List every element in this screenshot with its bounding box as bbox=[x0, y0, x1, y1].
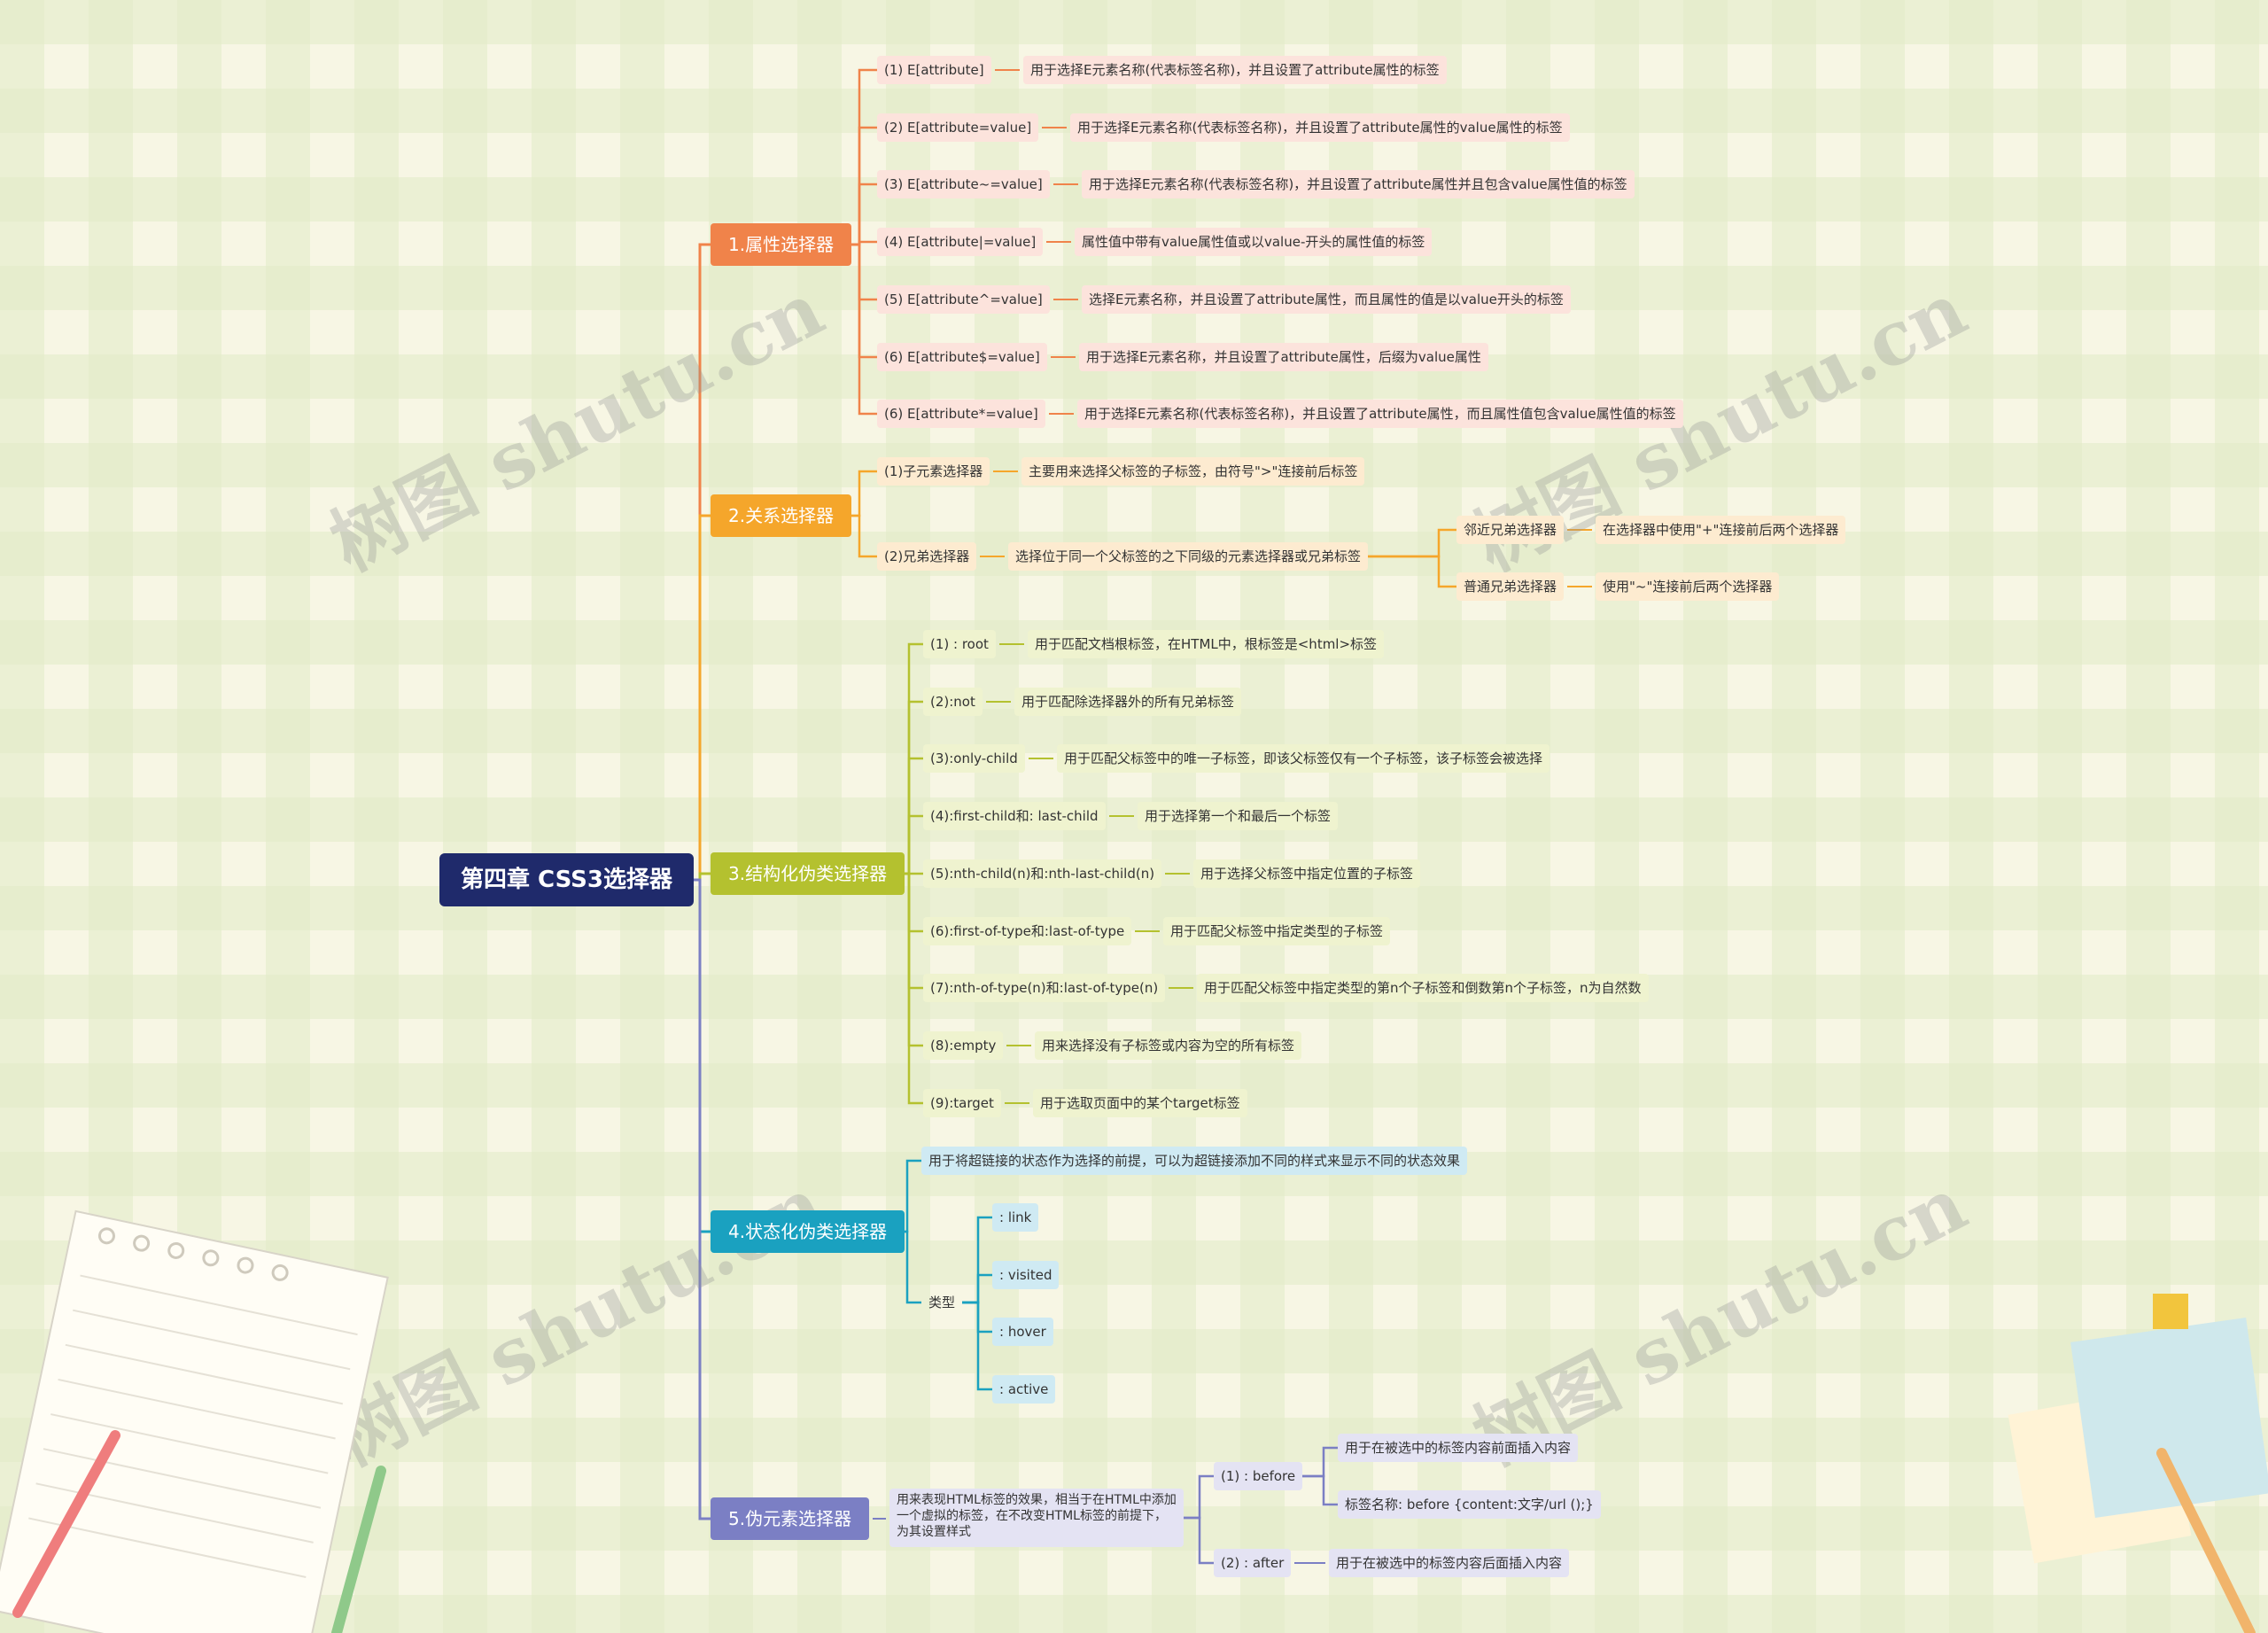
category-structural-pseudo-class[interactable]: 3.结构化伪类选择器 bbox=[711, 852, 905, 895]
attr-selector-desc[interactable]: 用于选择E元素名称，并且设置了attribute属性，后缀为value属性 bbox=[1079, 342, 1488, 371]
struct-selector-desc[interactable]: 用于匹配父标签中的唯一子标签，即该父标签仅有一个子标签，该子标签会被选择 bbox=[1057, 744, 1550, 774]
attr-selector-desc[interactable]: 属性值中带有value属性值或以value-开头的属性值的标签 bbox=[1075, 228, 1433, 257]
notebook-illustration bbox=[0, 1209, 389, 1633]
connector-line bbox=[1302, 1446, 1338, 1478]
struct-selector-key[interactable]: (1) : root bbox=[923, 630, 996, 658]
state-type-item[interactable]: : hover bbox=[992, 1318, 1053, 1347]
attr-selector-desc[interactable]: 用于选择E元素名称(代表标签名称)，并且设置了attribute属性的标签 bbox=[1023, 56, 1447, 84]
connector-line bbox=[905, 1230, 921, 1304]
rel-general-key[interactable]: 普通兄弟选择器 bbox=[1456, 572, 1565, 601]
plaid-stripe bbox=[0, 886, 2268, 930]
struct-selector-desc[interactable]: 用于匹配父标签中指定类型的第n个子标签和倒数第n个子标签，n为自然数 bbox=[1197, 974, 1649, 1003]
rel-sibling-key[interactable]: (2)兄弟选择器 bbox=[877, 542, 977, 571]
state-types-label[interactable]: 类型 bbox=[928, 1295, 956, 1310]
connector-line bbox=[962, 1273, 992, 1304]
connector-line bbox=[851, 470, 877, 517]
attr-selector-key[interactable]: (3) E[attribute~=value] bbox=[877, 170, 1050, 199]
connector-line bbox=[905, 872, 923, 933]
connector-line bbox=[851, 514, 877, 558]
struct-selector-key[interactable]: (8):empty bbox=[923, 1030, 1004, 1060]
sticky-note-illustration bbox=[2008, 1294, 2268, 1633]
state-type-item[interactable]: : visited bbox=[992, 1260, 1060, 1289]
connector-line bbox=[694, 878, 711, 1233]
struct-selector-desc[interactable]: 用于匹配父标签中指定类型的子标签 bbox=[1163, 916, 1391, 945]
attr-selector-desc[interactable]: 用于选择E元素名称(代表标签名称)，并且设置了attribute属性的value… bbox=[1070, 113, 1570, 142]
struct-selector-key[interactable]: (4):first-child和: last-child bbox=[923, 802, 1106, 831]
struct-selector-desc[interactable]: 用于匹配除选择器外的所有兄弟标签 bbox=[1014, 687, 1242, 716]
state-type-item[interactable]: : link bbox=[992, 1203, 1039, 1232]
plaid-stripe bbox=[0, 1595, 2268, 1633]
connector-line bbox=[851, 126, 877, 246]
connector-line bbox=[905, 1159, 921, 1233]
connector-line bbox=[962, 1301, 992, 1391]
struct-selector-desc[interactable]: 用于选择第一个和最后一个标签 bbox=[1138, 802, 1339, 831]
connector-line bbox=[694, 878, 711, 1520]
connector-line bbox=[1368, 528, 1456, 558]
connector-line bbox=[851, 243, 877, 301]
pseudo-description[interactable]: 用来表现HTML标签的效果，相当于在HTML中添加一个虚拟的标签，在不改变HTM… bbox=[889, 1489, 1184, 1547]
connector-line bbox=[1184, 1516, 1214, 1565]
attr-selector-key[interactable]: (2) E[attribute=value] bbox=[877, 113, 1039, 142]
state-description[interactable]: 用于将超链接的状态作为选择的前提，可以为超链接添加不同的样式来显示不同的状态效果 bbox=[921, 1147, 1468, 1175]
connector-line bbox=[905, 872, 923, 1105]
connector-line bbox=[905, 700, 923, 875]
struct-selector-key[interactable]: (5):nth-child(n)和:nth-last-child(n) bbox=[923, 859, 1162, 888]
connector-line bbox=[905, 872, 923, 1047]
category-relation-selectors[interactable]: 2.关系选择器 bbox=[711, 494, 852, 537]
plaid-stripe bbox=[0, 0, 2268, 44]
struct-selector-key[interactable]: (7):nth-of-type(n)和:last-of-type(n) bbox=[923, 974, 1166, 1003]
attr-selector-desc[interactable]: 用于选择E元素名称(代表标签名称)，并且设置了attribute属性，而且属性值… bbox=[1077, 400, 1683, 429]
struct-selector-key[interactable]: (6):first-of-type和:last-of-type bbox=[923, 916, 1132, 945]
pseudo-before-key[interactable]: (1) : before bbox=[1214, 1462, 1303, 1490]
attr-selector-desc[interactable]: 用于选择E元素名称(代表标签名称)，并且设置了attribute属性并且包含va… bbox=[1082, 170, 1635, 199]
pseudo-before-value-1[interactable]: 用于在被选中的标签内容前面插入内容 bbox=[1338, 1434, 1579, 1462]
connector-line bbox=[851, 243, 877, 416]
attr-selector-key[interactable]: (1) E[attribute] bbox=[877, 56, 991, 84]
connector-line bbox=[851, 243, 877, 359]
struct-selector-key[interactable]: (3):only-child bbox=[923, 744, 1025, 774]
pseudo-after-value[interactable]: 用于在被选中的标签内容后面插入内容 bbox=[1329, 1549, 1570, 1577]
plaid-stripe bbox=[0, 1418, 2268, 1462]
category-attribute-selectors[interactable]: 1.属性选择器 bbox=[711, 223, 852, 266]
category-state-pseudo-class[interactable]: 4.状态化伪类选择器 bbox=[711, 1210, 905, 1253]
attr-selector-key[interactable]: (4) E[attribute|=value] bbox=[877, 228, 1044, 257]
connector-line bbox=[905, 814, 923, 875]
attr-selector-desc[interactable]: 选择E元素名称，并且设置了attribute属性，而且属性的值是以value开头… bbox=[1082, 284, 1571, 314]
rel-adjacent-value[interactable]: 在选择器中使用"+"连接前后两个选择器 bbox=[1596, 516, 1846, 544]
connector-line bbox=[1184, 1474, 1214, 1520]
rel-child-key[interactable]: (1)子元素选择器 bbox=[877, 457, 990, 486]
state-type-item[interactable]: : active bbox=[992, 1375, 1056, 1404]
connector-line bbox=[851, 183, 877, 246]
attr-selector-key[interactable]: (6) E[attribute$=value] bbox=[877, 342, 1047, 371]
connector-line bbox=[851, 68, 877, 246]
attr-selector-key[interactable]: (5) E[attribute^=value] bbox=[877, 284, 1050, 314]
rel-child-value[interactable]: 主要用来选择父标签的子标签，由符号">"连接前后标签 bbox=[1021, 457, 1365, 486]
root-node[interactable]: 第四章 CSS3选择器 bbox=[439, 853, 694, 906]
pseudo-before-value-2[interactable]: 标签名称: before {content:文字/url ();} bbox=[1338, 1490, 1601, 1519]
attr-selector-key[interactable]: (6) E[attribute*=value] bbox=[877, 400, 1045, 429]
rel-general-value[interactable]: 使用"~"连接前后两个选择器 bbox=[1596, 572, 1780, 601]
category-pseudo-element[interactable]: 5.伪元素选择器 bbox=[711, 1497, 870, 1540]
connector-line bbox=[1368, 555, 1456, 588]
struct-selector-key[interactable]: (2):not bbox=[923, 687, 983, 716]
struct-selector-desc[interactable]: 用于匹配文档根标签，在HTML中，根标签是<html>标签 bbox=[1028, 630, 1385, 658]
struct-selector-desc[interactable]: 用于选择父标签中指定位置的子标签 bbox=[1193, 859, 1421, 888]
plaid-stripe bbox=[0, 797, 2268, 842]
struct-selector-desc[interactable]: 用来选择没有子标签或内容为空的所有标签 bbox=[1035, 1030, 1302, 1060]
rel-adjacent-key[interactable]: 邻近兄弟选择器 bbox=[1456, 516, 1565, 544]
struct-selector-key[interactable]: (9):target bbox=[923, 1088, 1001, 1117]
connector-line bbox=[694, 514, 711, 882]
struct-selector-desc[interactable]: 用于选取页面中的某个target标签 bbox=[1033, 1088, 1247, 1117]
rel-sibling-value[interactable]: 选择位于同一个父标签的之下同级的元素选择器或兄弟标签 bbox=[1008, 542, 1369, 571]
connector-line bbox=[1302, 1474, 1338, 1506]
plaid-stripe bbox=[0, 1329, 2268, 1373]
pseudo-after-key[interactable]: (2) : after bbox=[1214, 1549, 1292, 1577]
